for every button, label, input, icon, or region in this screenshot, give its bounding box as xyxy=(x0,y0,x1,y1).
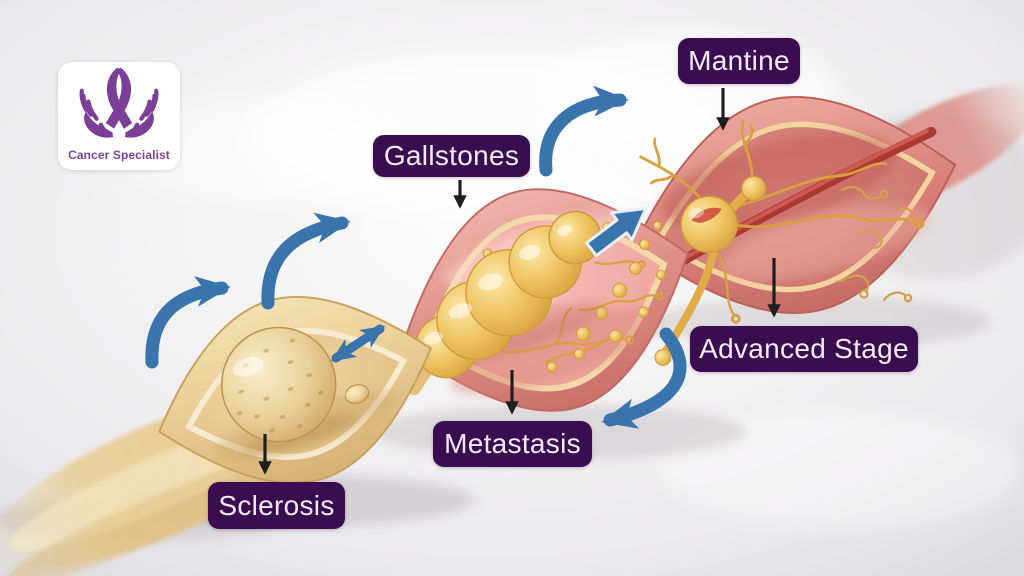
right-hand xyxy=(124,88,159,138)
brand-name: Cancer Specialist xyxy=(68,148,170,162)
gallstone-cluster xyxy=(414,210,602,379)
flow-arrow-2 xyxy=(261,212,351,310)
spreading-tendrils xyxy=(834,185,916,303)
gallstones-segment xyxy=(401,188,689,412)
flow-arrows xyxy=(145,85,687,429)
flow-arrow-4 xyxy=(601,327,687,429)
brand-logo-card: Cancer Specialist xyxy=(58,62,180,170)
sclerosis-stone xyxy=(220,326,337,443)
label-mantine: Mantine xyxy=(678,38,800,84)
awareness-ribbon-hands-icon xyxy=(79,67,159,138)
small-stone xyxy=(336,384,370,404)
tumor-mass xyxy=(680,175,767,254)
gallstone-highlights xyxy=(423,225,573,345)
flow-arrow-1 xyxy=(145,276,231,369)
label-advanced-stage: Advanced Stage xyxy=(690,326,918,372)
left-hand xyxy=(79,88,114,138)
label-gallstones: Gallstones xyxy=(373,135,530,177)
two-way-arrow xyxy=(330,324,386,363)
advanced-stage-segment xyxy=(632,96,957,366)
pointer-arrows xyxy=(258,88,781,475)
cluster-stalk xyxy=(407,360,435,396)
block-flow-arrow xyxy=(585,206,648,258)
label-metastasis: Metastasis xyxy=(433,421,592,467)
tumor-stalk-bulb xyxy=(654,348,672,366)
flow-arrow-3 xyxy=(539,85,629,177)
label-sclerosis: Sclerosis xyxy=(208,482,345,529)
